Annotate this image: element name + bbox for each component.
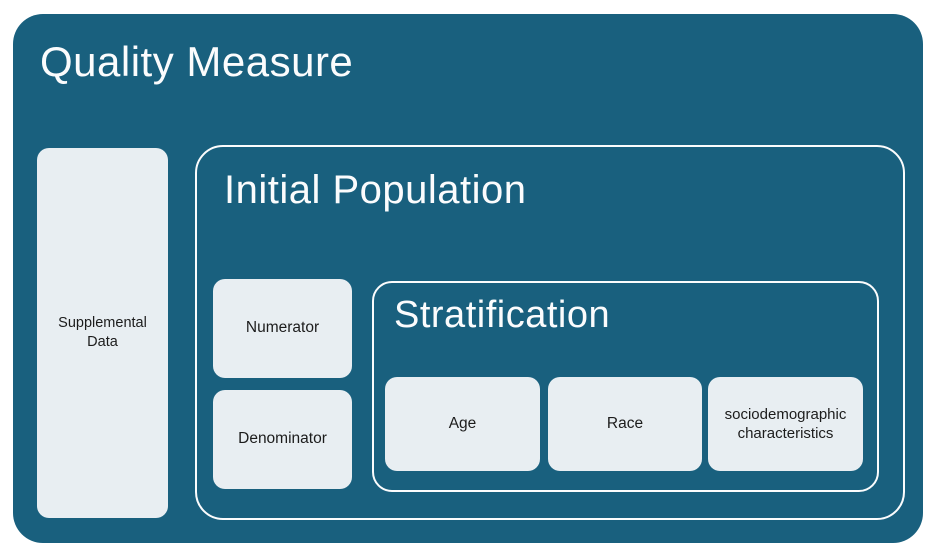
quality-measure-container: Quality Measure Supplemental Data Initia… bbox=[13, 14, 923, 543]
denominator-label: Denominator bbox=[238, 430, 327, 448]
numerator-box: Numerator bbox=[213, 279, 352, 378]
race-label: Race bbox=[606, 414, 644, 432]
denominator-box: Denominator bbox=[213, 390, 352, 489]
age-box: Age bbox=[385, 377, 540, 471]
sociodemographic-label: sociodemographic characteristics bbox=[724, 405, 847, 443]
initial-population-box: Initial Population Numerator Denominator… bbox=[195, 145, 905, 520]
supplemental-data-label: Supplemental Data bbox=[58, 315, 147, 350]
age-label: Age bbox=[448, 414, 477, 432]
sociodemographic-box: sociodemographic characteristics bbox=[708, 377, 863, 471]
quality-measure-title: Quality Measure bbox=[40, 38, 354, 85]
stratification-title: Stratification bbox=[394, 294, 611, 336]
numerator-label: Numerator bbox=[245, 319, 320, 337]
initial-population-title: Initial Population bbox=[224, 168, 527, 212]
supplemental-data-box: Supplemental Data bbox=[37, 148, 168, 518]
stratification-box: Stratification Age Race sociodemographic… bbox=[372, 281, 879, 492]
race-box: Race bbox=[548, 377, 702, 471]
